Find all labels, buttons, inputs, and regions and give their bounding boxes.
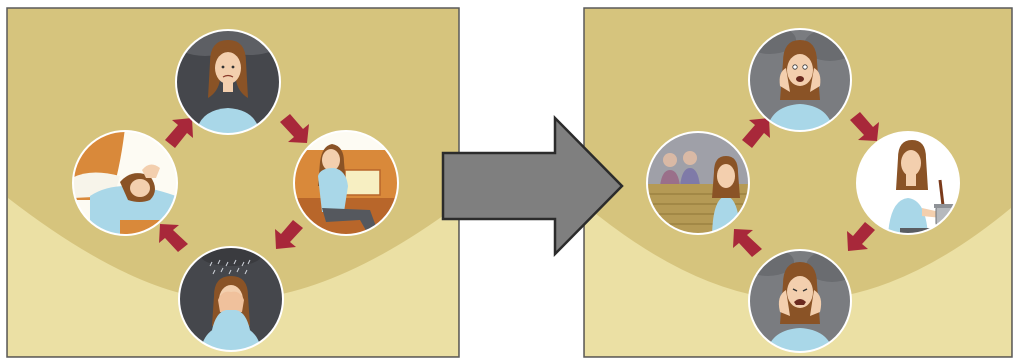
cycle-arrow-bottom-left <box>159 224 188 252</box>
woman-cooking <box>856 131 960 235</box>
crying-person-icon <box>179 247 283 351</box>
distressed-person-icon <box>749 250 851 352</box>
right-cycle-arrows <box>733 112 879 257</box>
distressed-woman-smoke <box>748 249 852 353</box>
right-arrow-icon <box>441 114 624 258</box>
anxious-person-icon <box>749 29 851 131</box>
cycle-arrow-top-right <box>280 114 309 143</box>
anxious-woman-smoke <box>748 28 852 132</box>
cycle-arrow-bottom-left <box>733 229 762 257</box>
cycle-arrow-top-left <box>742 118 770 148</box>
cycle-arrow-bottom-right <box>847 222 875 251</box>
transition-arrow <box>441 114 624 258</box>
woman-lying-in-bed <box>72 130 178 236</box>
couch-person-icon <box>294 131 398 235</box>
cycle-arrow-bottom-right <box>275 220 303 249</box>
woman-slumped-on-couch <box>293 130 399 236</box>
worried-woman-storm-cloud <box>175 29 281 135</box>
left-cycle-arrows <box>159 114 309 252</box>
cycle-arrow-top-right <box>850 112 879 141</box>
cycle-arrow-top-left <box>165 118 193 148</box>
woman-crying-rain-cloud <box>178 246 284 352</box>
cooking-person-icon <box>857 132 959 234</box>
